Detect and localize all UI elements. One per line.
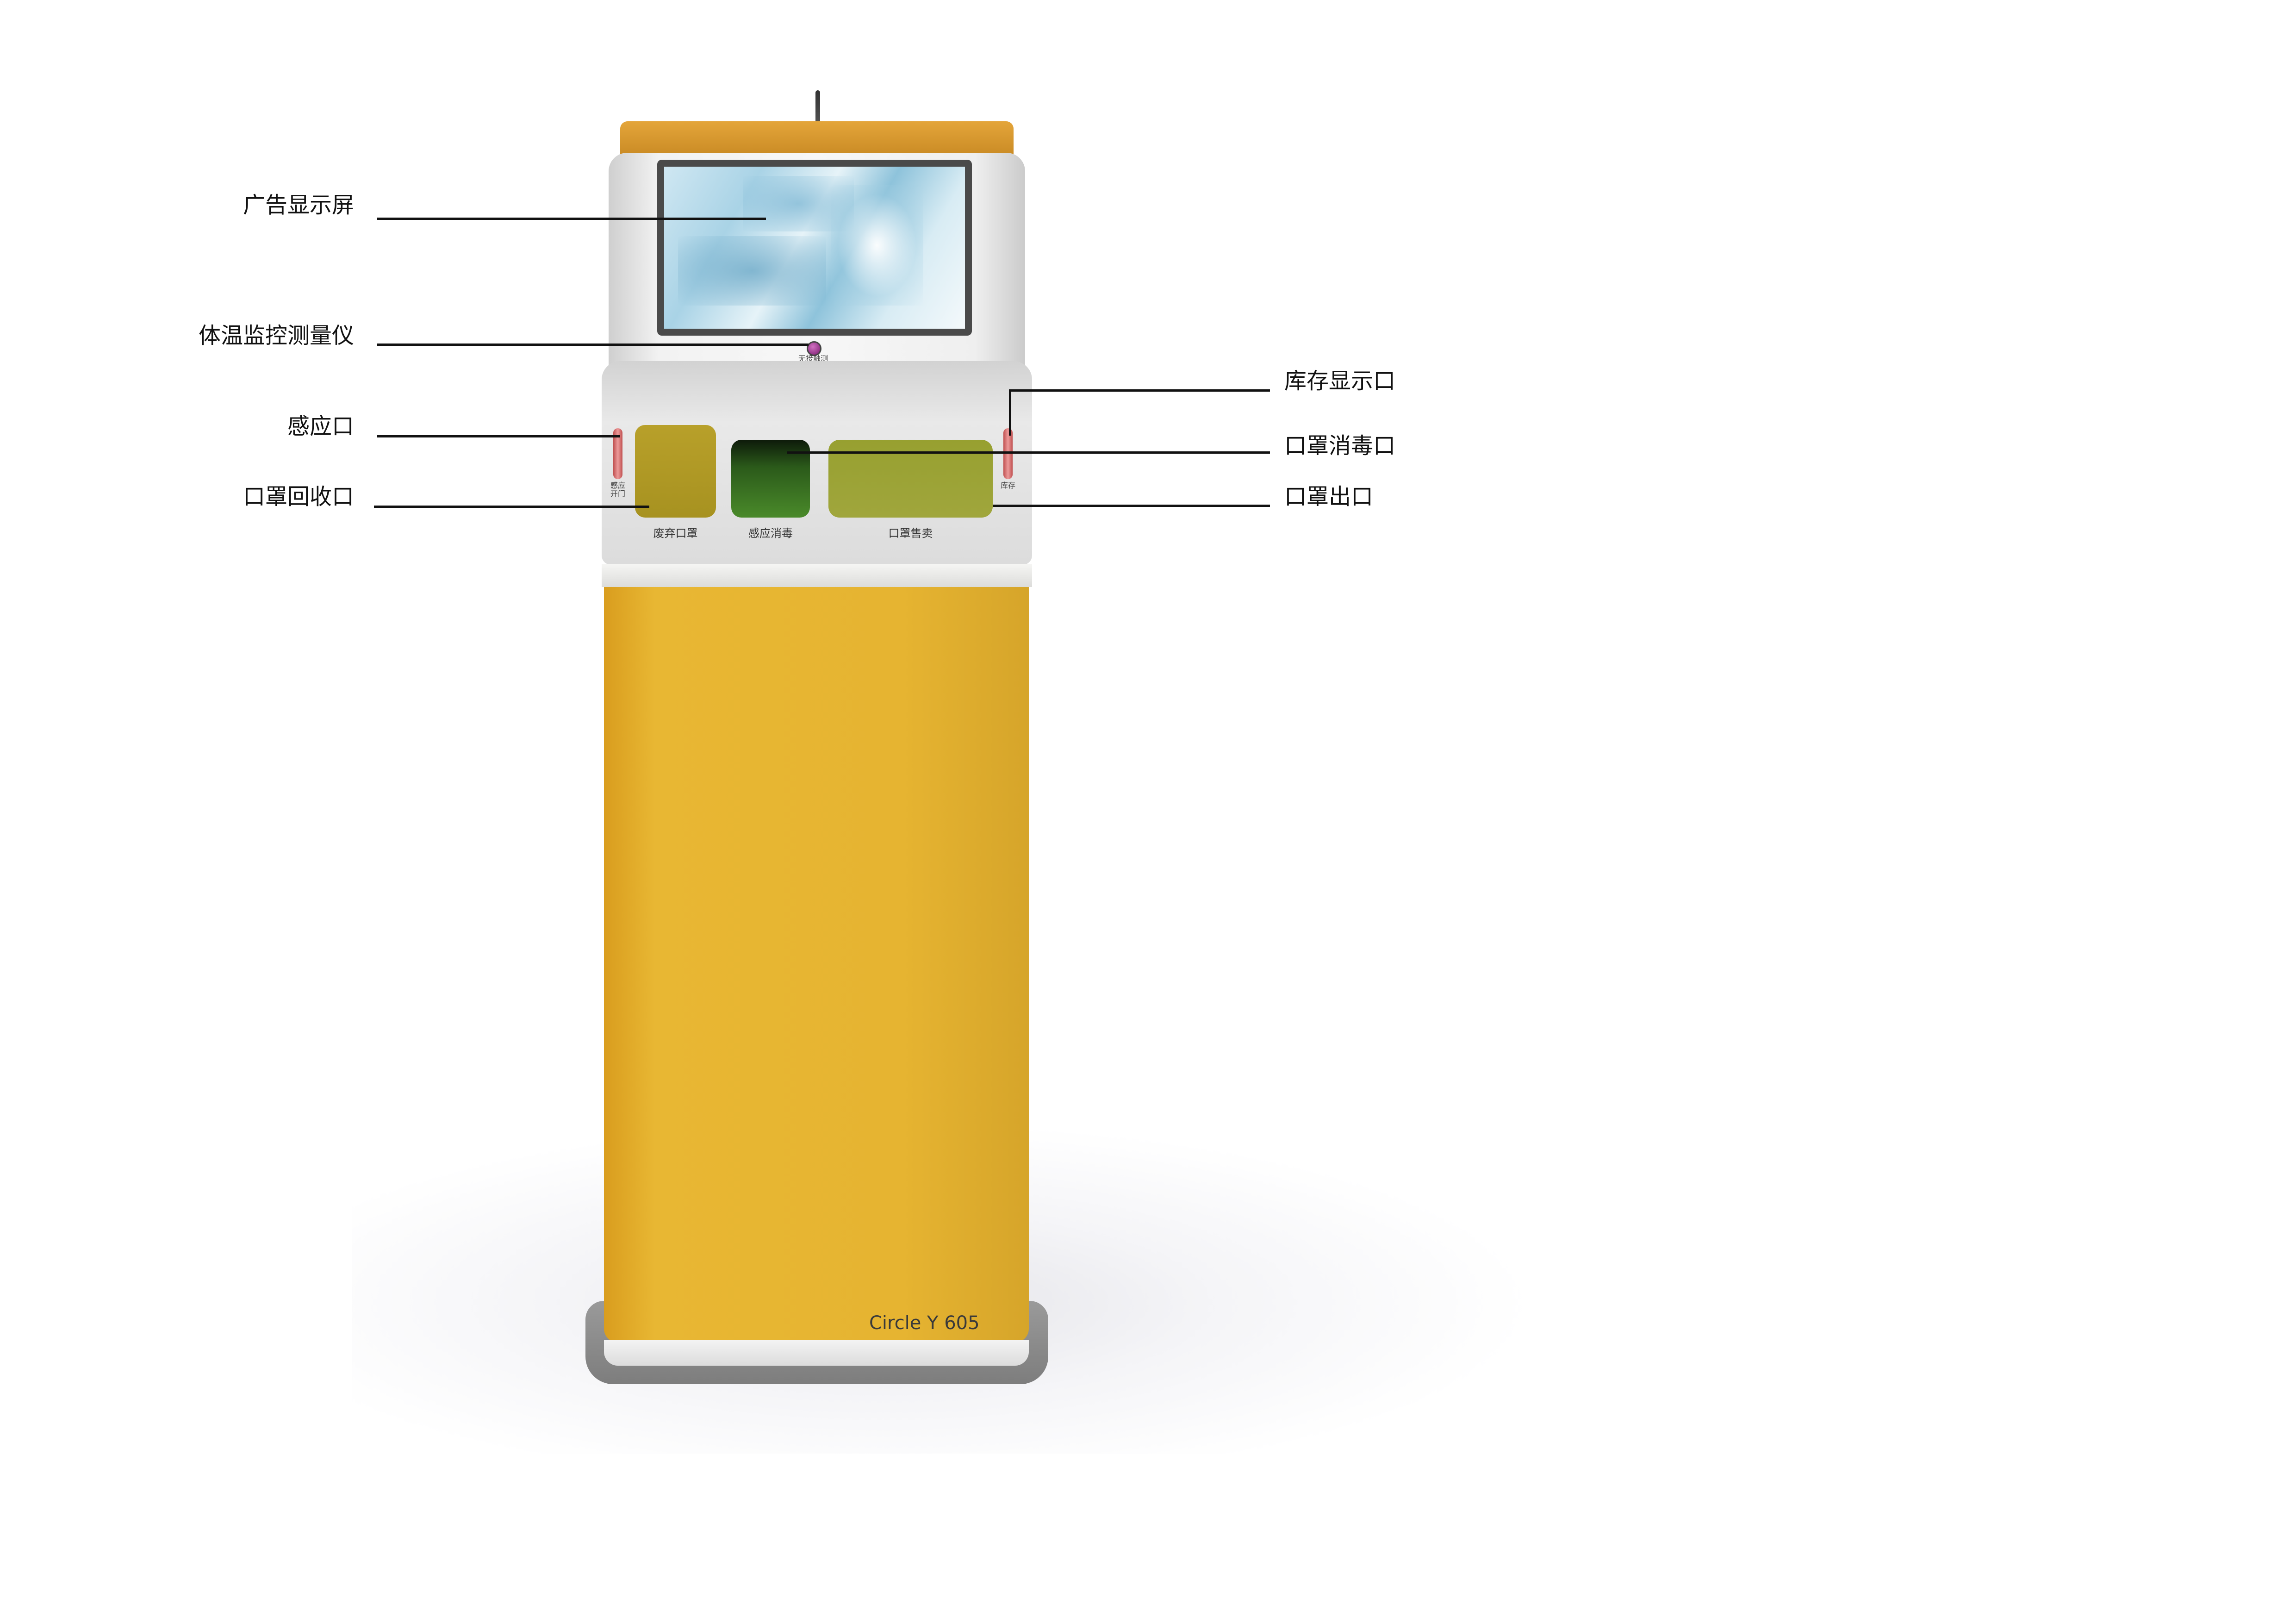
label-temp-monitor: 体温监控测量仪 xyxy=(198,323,354,349)
leader-temp-monitor xyxy=(377,344,809,346)
leader-mask-recycle xyxy=(374,506,649,508)
leader-mask-disinfect xyxy=(787,451,1270,454)
bin-label-recycle: 废弃口罩 xyxy=(653,527,698,540)
label-stock-display: 库存显示口 xyxy=(1284,368,1396,394)
leader-sensor-port xyxy=(377,435,620,437)
leader-stock-display-vertical xyxy=(1009,389,1011,436)
top-cap xyxy=(620,121,1014,156)
leader-stock-display xyxy=(1009,389,1270,392)
label-mask-disinfect: 口罩消毒口 xyxy=(1284,433,1396,459)
label-sensor-port: 感应口 xyxy=(287,413,354,439)
bin-label-disinfect: 感应消毒 xyxy=(748,527,793,540)
kiosk-body-bottom xyxy=(604,1340,1029,1366)
ad-screen xyxy=(664,167,965,329)
sensor-led-left xyxy=(613,428,622,479)
sensor-led-left-label: 感应开门 xyxy=(610,481,625,498)
stock-led-right-label: 库存 xyxy=(1000,481,1015,490)
kiosk-body xyxy=(604,583,1029,1343)
leader-mask-outlet xyxy=(993,505,1270,507)
mask-recycle-slot xyxy=(635,425,716,518)
antenna xyxy=(815,90,820,127)
panel-shelf xyxy=(602,564,1032,587)
label-ad-screen: 广告显示屏 xyxy=(243,192,354,218)
bin-label-sale: 口罩售卖 xyxy=(888,527,933,540)
leader-ad-screen xyxy=(377,218,766,220)
label-mask-recycle: 口罩回收口 xyxy=(243,484,354,510)
stock-led-right xyxy=(1003,428,1013,479)
brand-label: Circle Y 605 xyxy=(869,1312,980,1334)
label-mask-outlet: 口罩出口 xyxy=(1284,484,1374,510)
temperature-sensor xyxy=(807,341,821,356)
